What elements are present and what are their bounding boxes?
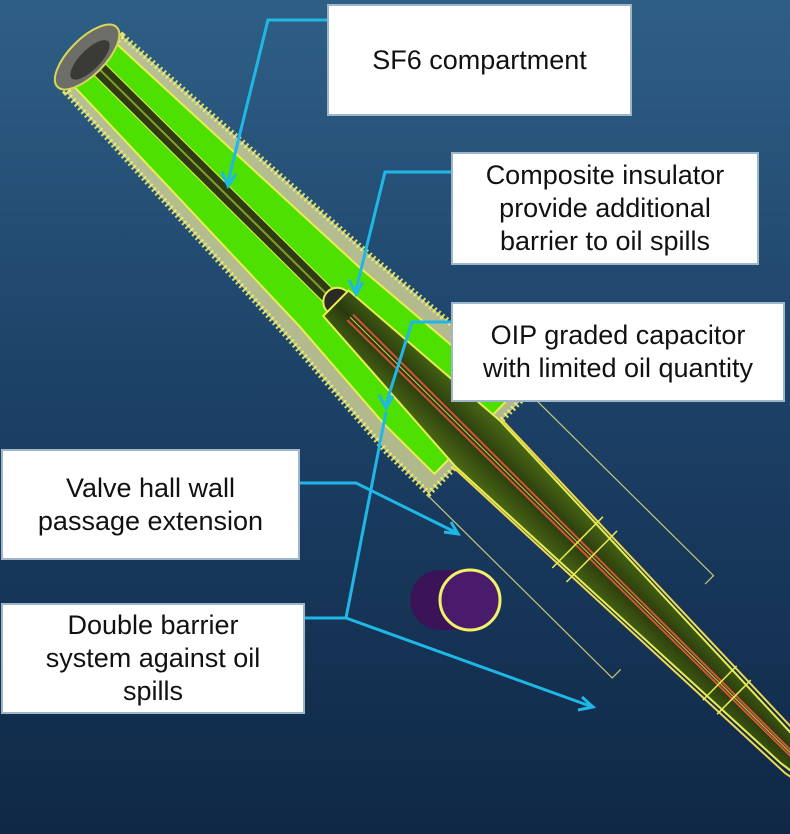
oil-side-taper xyxy=(453,419,790,804)
bushing-assembly xyxy=(53,23,790,804)
callout-double-line-1: Double barrier xyxy=(67,610,239,640)
callout-oip-capacitor: OIP graded capacitor with limited oil qu… xyxy=(451,302,785,402)
callout-oip-line-2: with limited oil quantity xyxy=(482,353,754,383)
callout-double-line-3: spills xyxy=(122,676,183,706)
callout-valve-hall-wall: Valve hall wall passage extension xyxy=(1,449,300,560)
leader-double-2 xyxy=(345,616,591,708)
callout-sf6-compartment: SF6 compartment xyxy=(327,4,632,116)
leader-sf6 xyxy=(226,18,330,183)
callout-double-barrier: Double barrier system against oil spills xyxy=(1,603,305,714)
leader-composite xyxy=(354,170,452,291)
callout-double-line-2: system against oil xyxy=(45,643,261,673)
leader-valve xyxy=(300,481,456,534)
wall-sleeve xyxy=(410,568,502,632)
callout-valve-line-2: passage extension xyxy=(37,505,264,536)
callout-composite-line-2: provide additional xyxy=(499,193,711,223)
callout-valve-line-1: Valve hall wall xyxy=(65,472,236,503)
leader-lines xyxy=(220,18,597,712)
wall-passage-envelope xyxy=(426,392,715,679)
leader-oip xyxy=(384,320,452,405)
leader-double-1 xyxy=(305,411,388,620)
callout-composite-line-3: barrier to oil spills xyxy=(499,226,711,256)
insulator-shed-fringe xyxy=(61,31,532,498)
callout-composite-line-1: Composite insulator xyxy=(485,160,725,190)
callout-composite-insulator: Composite insulator provide additional b… xyxy=(451,152,759,265)
callout-oip-line-1: OIP graded capacitor xyxy=(490,320,746,350)
callout-sf6-line-1: SF6 compartment xyxy=(372,44,587,75)
